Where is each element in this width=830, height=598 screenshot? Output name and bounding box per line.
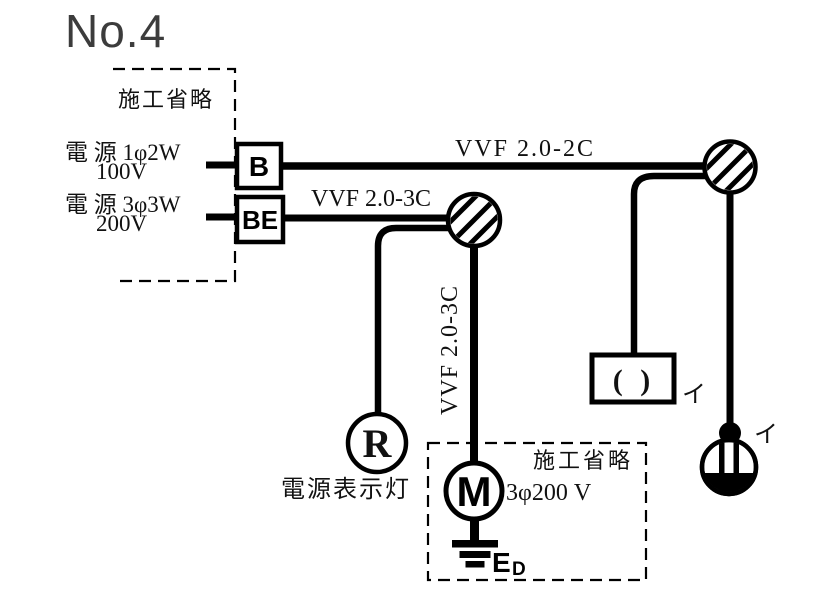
indicator-lamp-symbol: R bbox=[345, 411, 409, 475]
rosette-circuit-mark: イ bbox=[682, 382, 706, 408]
hatch-line bbox=[464, 206, 498, 244]
earth-ground-icon bbox=[452, 517, 498, 568]
breaker-be-box bbox=[234, 194, 286, 245]
ceiling-rosette-glyph: ( ) bbox=[613, 364, 655, 397]
pendant-circuit-mark: イ bbox=[754, 422, 778, 448]
motor-letter: M bbox=[457, 468, 492, 515]
hatch-line bbox=[720, 153, 753, 190]
breaker-b-box bbox=[234, 141, 284, 191]
indicator-lamp-letter: R bbox=[363, 421, 393, 466]
junction-box-right-icon bbox=[702, 139, 758, 195]
wire-to-ceiling-rosette bbox=[630, 172, 712, 362]
hatch-line bbox=[450, 196, 488, 230]
motor-symbol: M bbox=[443, 460, 505, 522]
indicator-lamp-caption: 電源表示灯 bbox=[281, 476, 411, 503]
ground-stem bbox=[470, 517, 479, 543]
ground-label-e: E bbox=[492, 547, 511, 578]
cable-label-top: VVF 2.0-2C bbox=[455, 136, 595, 162]
ground-bar-1 bbox=[452, 540, 498, 548]
motor-omitted-boundary bbox=[426, 441, 648, 582]
source1-voltage: 100V bbox=[96, 159, 148, 184]
breaker-b-label: B bbox=[249, 151, 269, 182]
ceiling-rosette-box bbox=[589, 352, 677, 405]
motor-omitted-label: 施工省略 bbox=[533, 448, 633, 473]
hatch-line bbox=[707, 144, 744, 177]
cable-label-motor-drop: VVF 2.0-3C bbox=[437, 285, 463, 415]
ground-bar-3 bbox=[465, 561, 485, 568]
pendant-lamp-outline bbox=[699, 437, 759, 497]
page-title: No.4 bbox=[65, 5, 166, 57]
ground-bar-2 bbox=[459, 551, 491, 558]
pendant-lamp-fill bbox=[704, 473, 754, 492]
motor-spec: 3φ200 V bbox=[506, 480, 592, 506]
source2-spec: 電 源 3φ3W bbox=[65, 192, 181, 217]
cable-label-branch: VVF 2.0-3C bbox=[311, 186, 431, 212]
ground-label-d: D bbox=[512, 559, 526, 580]
ceiling-rosette-symbol: ( ) bbox=[589, 352, 677, 405]
pendant-lamp-bar bbox=[733, 443, 739, 475]
pendant-lamp-bar bbox=[719, 443, 725, 475]
breaker-be-label: BE bbox=[242, 205, 278, 235]
wire-to-indicator-lamp bbox=[374, 224, 455, 420]
indicator-lamp-circle bbox=[345, 411, 409, 475]
source-omitted-label: 施工省略 bbox=[118, 87, 214, 112]
source1-spec: 電 源 1φ2W bbox=[65, 140, 181, 165]
source2-voltage: 200V bbox=[96, 211, 148, 236]
pendant-lamp-icon bbox=[699, 437, 759, 497]
junction-box-left-icon bbox=[445, 191, 503, 249]
